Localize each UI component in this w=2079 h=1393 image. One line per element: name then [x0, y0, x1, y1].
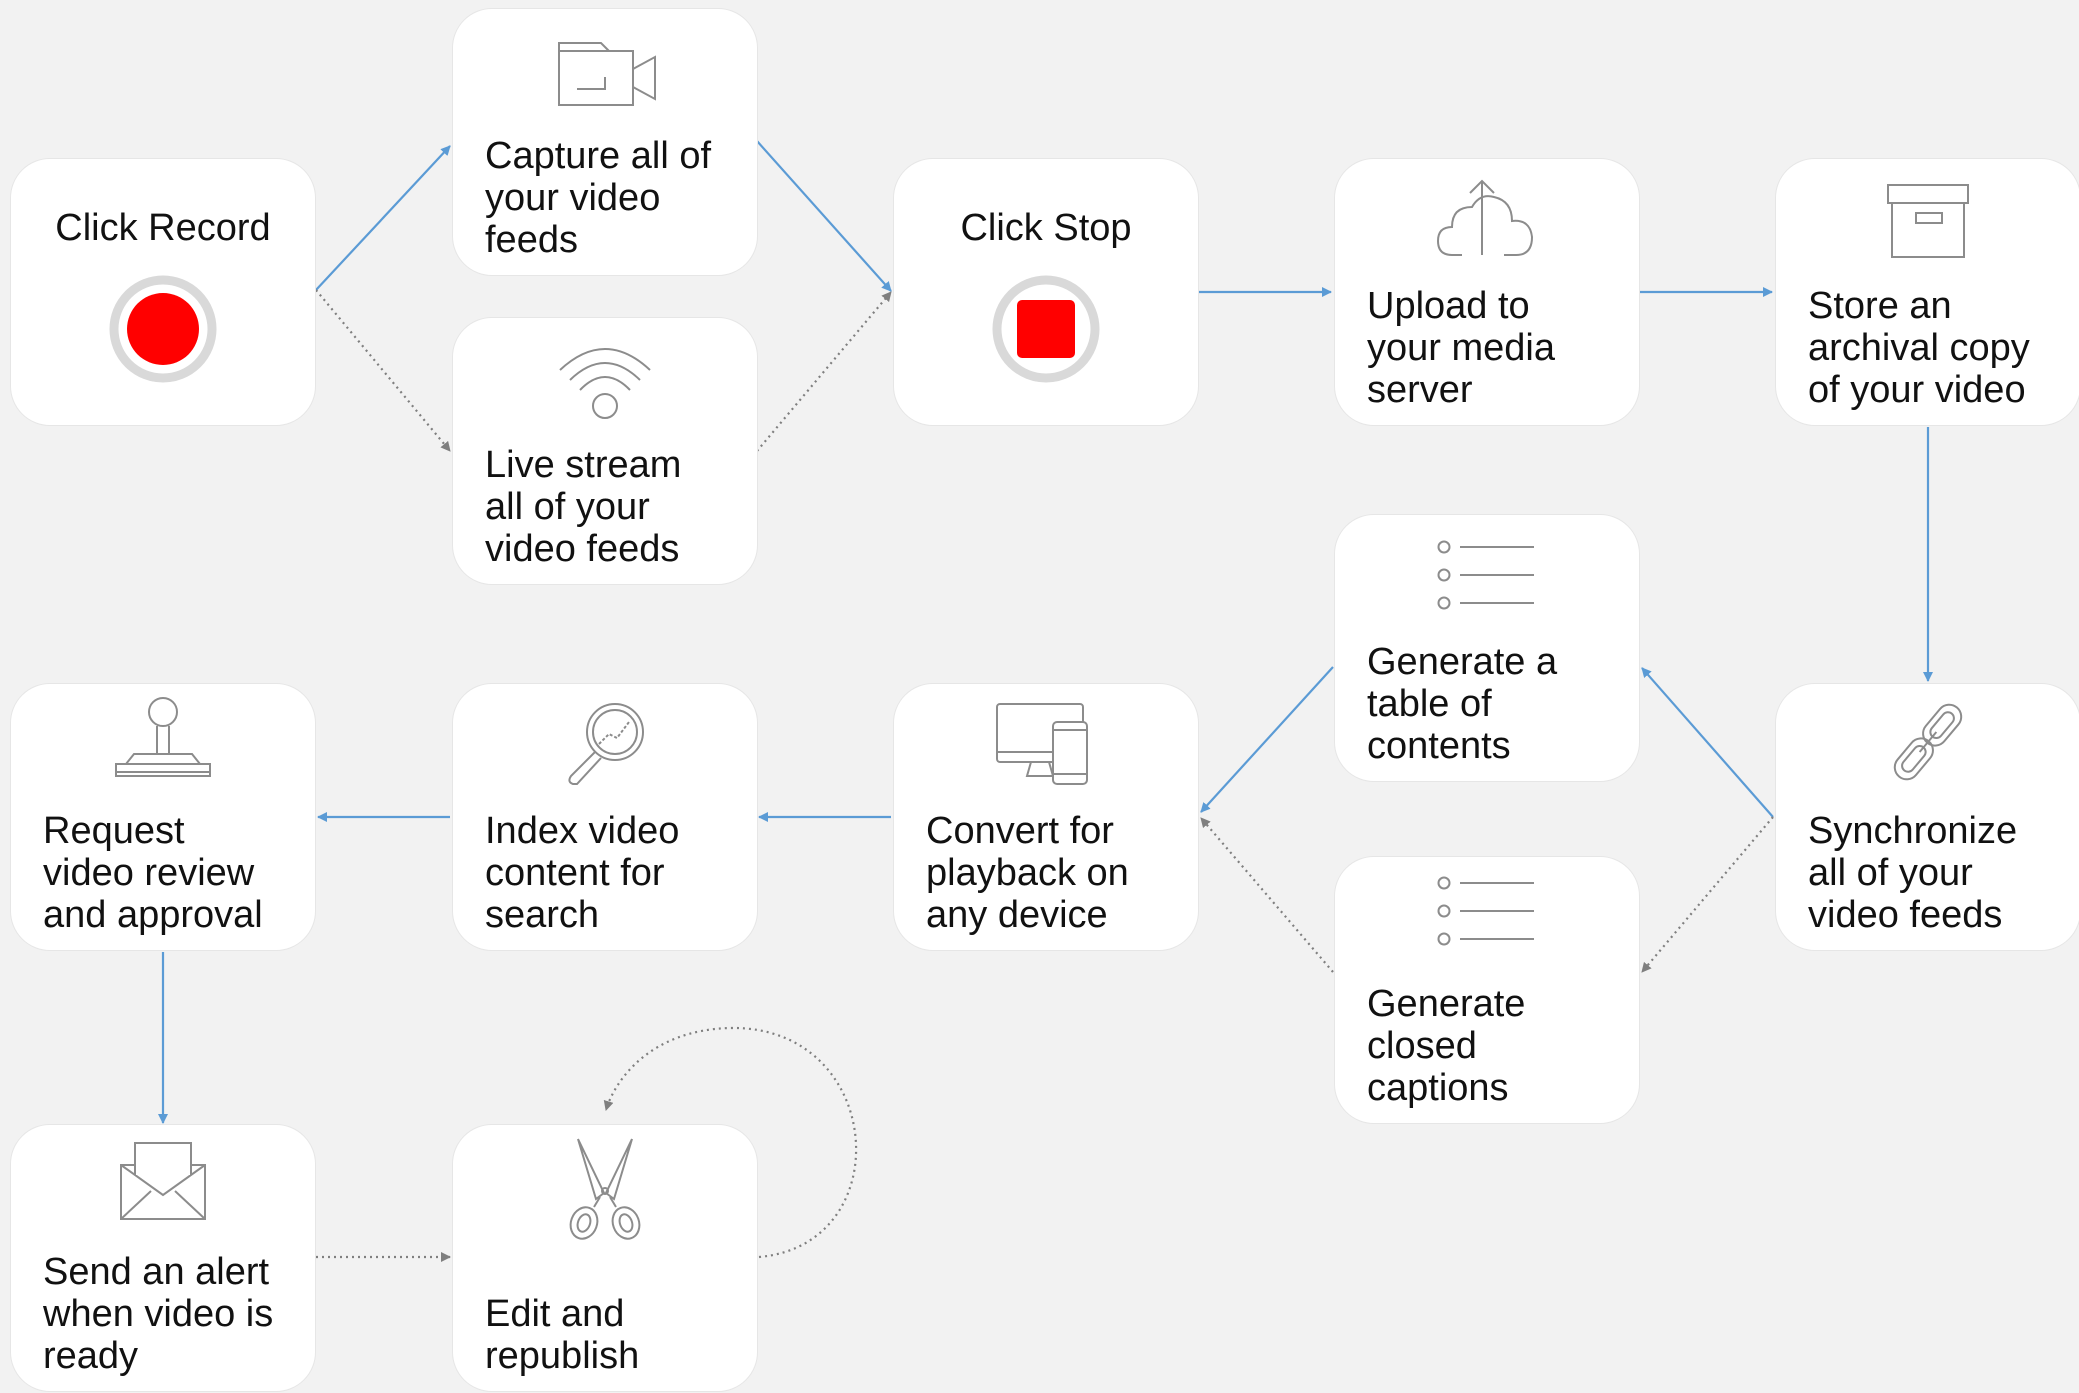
- card-label: Send an alert when video is ready: [43, 1251, 274, 1377]
- edge-record-capture: [315, 145, 451, 291]
- card-edit-republish: Edit and republish: [452, 1124, 758, 1392]
- wifi-icon: [559, 348, 651, 419]
- edge-sync-captions: [1641, 816, 1774, 973]
- card-label: Click Stop: [960, 207, 1132, 249]
- edge-livestream-stop: [756, 291, 892, 452]
- approval-stamp-icon: [115, 697, 211, 777]
- stop-icon: [992, 275, 1100, 383]
- edge-toc-convert: [1200, 666, 1334, 813]
- card-synchronize: Synchronize all of your video feeds: [1775, 683, 2079, 951]
- card-label: Generate closed captions: [1367, 983, 1526, 1109]
- archive-box-icon: [1887, 184, 1969, 258]
- cloud-upload-icon: [1436, 179, 1534, 256]
- edge-edit-loop: [603, 1026, 858, 1259]
- card-label: Live stream all of your video feeds: [485, 444, 682, 570]
- card-archive: Store an archival copy of your video: [1775, 158, 2079, 426]
- edge-sync-toc: [1641, 667, 1774, 818]
- edge-record-livestream: [315, 289, 451, 452]
- card-label: Store an archival copy of your video: [1808, 285, 2030, 411]
- card-capture-feeds: Capture all of your video feeds: [452, 8, 758, 276]
- scissors-icon: [569, 1138, 641, 1240]
- list-icon: [1437, 540, 1534, 610]
- record-icon: [109, 275, 217, 383]
- edge-captions-convert: [1200, 817, 1334, 973]
- card-upload: Upload to your media server: [1334, 158, 1640, 426]
- card-label: Click Record: [55, 207, 271, 249]
- card-label: Upload to your media server: [1367, 285, 1555, 411]
- card-label: Convert for playback on any device: [926, 810, 1129, 936]
- card-send-alert: Send an alert when video is ready: [10, 1124, 316, 1392]
- card-click-record: Click Record: [10, 158, 316, 426]
- devices-icon: [996, 703, 1088, 785]
- video-camera-icon: [558, 42, 656, 106]
- card-review-approval: Request video review and approval: [10, 683, 316, 951]
- card-label: Request video review and approval: [43, 810, 263, 936]
- card-label: Capture all of your video feeds: [485, 135, 712, 261]
- card-live-stream: Live stream all of your video feeds: [452, 317, 758, 585]
- edge-capture-stop: [756, 140, 892, 292]
- list-icon: [1437, 876, 1534, 946]
- card-label: Synchronize all of your video feeds: [1808, 810, 2018, 936]
- envelope-icon: [120, 1142, 206, 1220]
- card-index: Index video content for search: [452, 683, 758, 951]
- card-closed-captions: Generate closed captions: [1334, 856, 1640, 1124]
- card-convert: Convert for playback on any device: [893, 683, 1199, 951]
- magnifier-icon: [568, 703, 644, 785]
- card-label: Edit and republish: [485, 1293, 640, 1377]
- card-label: Generate a table of contents: [1367, 641, 1558, 767]
- card-label: Index video content for search: [485, 810, 680, 936]
- card-table-of-contents: Generate a table of contents: [1334, 514, 1640, 782]
- chain-link-icon: [1893, 703, 1963, 781]
- card-click-stop: Click Stop: [893, 158, 1199, 426]
